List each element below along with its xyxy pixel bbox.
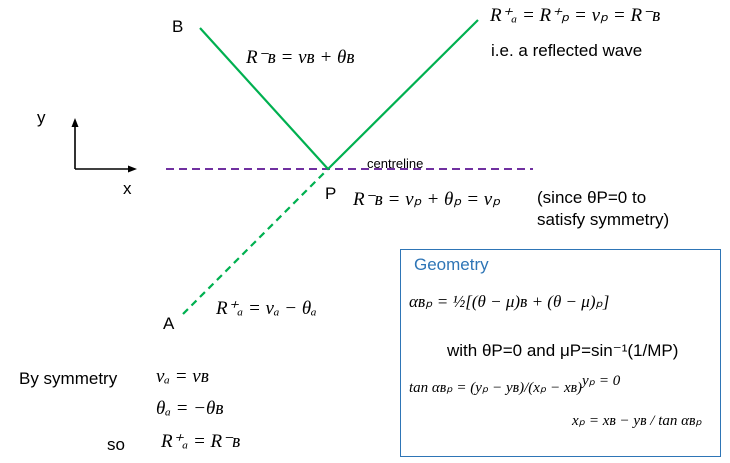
y-axis-arrowhead <box>71 118 79 127</box>
symmetry-theta-equation: θₐ = −θʙ <box>156 398 224 419</box>
xp-equation: xₚ = xʙ − yʙ / tan αʙₚ <box>572 413 702 429</box>
reflected-wave-note: i.e. a reflected wave <box>491 41 643 60</box>
characteristic-line-AP <box>182 168 329 315</box>
point-A-label: A <box>163 314 175 333</box>
symmetry-nu-equation: νₐ = νʙ <box>156 366 209 387</box>
riemann-A-equation: R⁺ₐ = νₐ − θₐ <box>216 298 317 319</box>
geometry-title: Geometry <box>414 255 489 274</box>
riemann-B-equation: R⁻ʙ = νʙ + θʙ <box>246 47 355 68</box>
yp-equation: yₚ = 0 <box>582 373 621 389</box>
x-axis-arrowhead <box>128 165 137 173</box>
point-B-label: B <box>172 17 184 36</box>
x-axis-label: x <box>123 179 132 198</box>
point-P-label: P <box>325 184 337 203</box>
tan-alpha-equation: tan αʙₚ = (yₚ − yʙ)/(xₚ − xʙ) <box>409 380 583 396</box>
reflected-wave-equation: R⁺ₐ = R⁺ₚ = νₚ = R⁻ʙ <box>490 5 661 26</box>
by-symmetry-label: By symmetry <box>19 369 118 388</box>
so-label: so <box>107 435 125 454</box>
alpha-equation: αʙₚ = ½[(θ − μ)ʙ + (θ − μ)ₚ] <box>409 292 610 311</box>
reflected-characteristic-line <box>327 19 479 170</box>
symmetry-note-line1: (since θP=0 to <box>537 188 647 207</box>
with-condition-line: with θP=0 and μP=sin⁻¹(1/MP) <box>447 341 679 360</box>
symmetry-note-line2: satisfy symmetry) <box>537 210 670 229</box>
y-axis-label: y <box>37 108 46 127</box>
symmetry-riemann-equation: R⁺ₐ = R⁻ʙ <box>161 431 241 452</box>
riemann-P-equation: R⁻ʙ = νₚ + θₚ = νₚ <box>353 189 501 210</box>
geometry-box: Geometry αʙₚ = ½[(θ − μ)ʙ + (θ − μ)ₚ] wi… <box>400 249 721 457</box>
characteristic-line-BP <box>199 27 329 170</box>
centreline-label: centreline <box>367 156 424 171</box>
